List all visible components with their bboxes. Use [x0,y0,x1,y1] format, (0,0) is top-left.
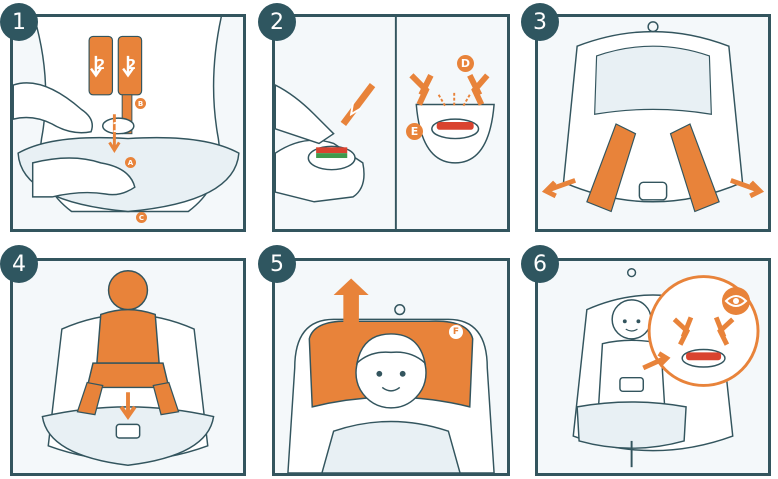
label-a: A [125,157,136,168]
label-f: F [448,324,464,340]
eye-icon [721,286,751,316]
step-1-badge: 1 [0,3,38,41]
step-3-badge: 3 [521,3,559,41]
label-2-right: 2 [127,58,136,73]
step-5-panel: F [272,258,510,476]
step-4-panel [10,258,246,476]
step-4-illustration [13,261,243,473]
step-3-illustration [538,17,768,229]
step-1-illustration [13,17,243,229]
step-6-panel [535,258,771,476]
step-4-badge: 4 [0,245,38,283]
label-b: B [135,98,146,109]
step-2-illustration [275,17,507,229]
label-2-left: 2 [96,58,105,73]
step-6-badge: 6 [521,245,559,283]
label-c: C [136,212,147,223]
step-2-badge: 2 [258,3,296,41]
step-2-panel: D E [272,14,510,232]
label-1: 1 [112,121,121,136]
step-1-panel: 2 2 1 A B C [10,14,246,232]
step-5-illustration [275,261,507,473]
step-5-badge: 5 [258,245,296,283]
label-e: E [406,123,423,140]
step-3-panel [535,14,771,232]
label-d: D [457,55,474,72]
